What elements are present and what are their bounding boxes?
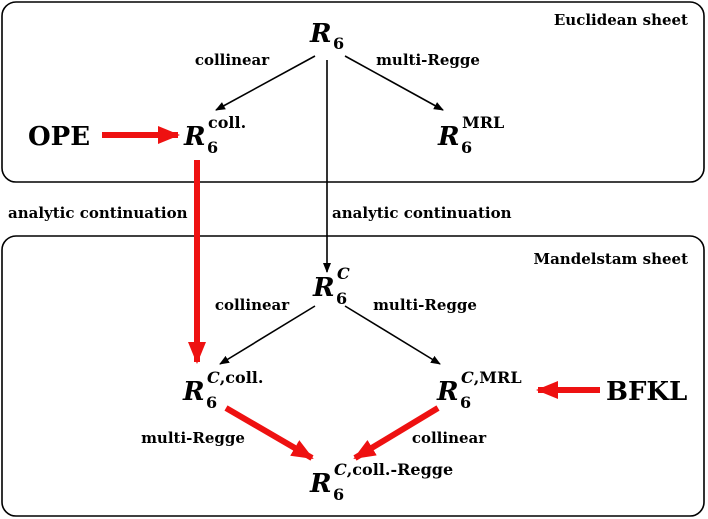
edge-label-continuation-center: analytic continuation xyxy=(332,204,512,222)
ope-label: OPE xyxy=(28,122,90,152)
arrow-r6c-to-coll xyxy=(219,305,316,365)
node-r6c-mrl-sub: 6 xyxy=(460,393,471,412)
edge-label-mid-collinear: collinear xyxy=(215,296,290,314)
euclidean-sheet-label: Euclidean sheet xyxy=(554,11,688,29)
node-r6c-coll-sub: 6 xyxy=(206,393,217,412)
mandelstam-sheet-panel xyxy=(1,235,705,517)
node-r6c-mrl-sup-c: C xyxy=(461,368,474,387)
node-r6c-mrl: R 6 C,MRL xyxy=(436,368,522,412)
arrow-r6-to-coll xyxy=(215,55,316,111)
node-r6c-coll-regge-sup-text: ,coll.-Regge xyxy=(347,460,453,479)
node-r6-sub: 6 xyxy=(333,34,344,53)
node-r6c-mrl-sup-text: ,MRL xyxy=(474,368,522,387)
node-r6c-coll-base: R xyxy=(182,377,205,407)
euclidean-sheet-panel xyxy=(1,1,705,183)
node-r6-coll-base: R xyxy=(183,122,206,152)
node-r6-base: R xyxy=(309,19,332,49)
node-r6c-coll-regge-base: R xyxy=(309,469,332,499)
node-r6c-coll-sup: C,coll. xyxy=(207,368,263,387)
node-r6c-coll-sup-c: C xyxy=(207,368,220,387)
node-r6c-sup: C xyxy=(337,264,350,283)
node-r6-mrl-base: R xyxy=(437,122,460,152)
node-r6-coll-sub: 6 xyxy=(207,138,218,157)
node-r6-mrl: R 6 MRL xyxy=(437,113,504,157)
node-r6-coll-sup: coll. xyxy=(208,113,246,132)
node-r6c-sub: 6 xyxy=(336,289,347,308)
node-r6-coll: R 6 coll. xyxy=(183,113,246,157)
edge-label-top-collinear: collinear xyxy=(195,51,270,69)
node-r6c-coll-regge-sub: 6 xyxy=(333,485,344,504)
edge-label-bottom-collinear: collinear xyxy=(412,429,487,447)
bfkl-label: BFKL xyxy=(606,377,687,407)
node-r6c: R 6 C xyxy=(312,264,350,308)
edge-label-continuation-left: analytic continuation xyxy=(8,204,188,222)
arrow-coll-to-collregge xyxy=(224,405,314,461)
node-r6c-coll-regge-sup: C,coll.-Regge xyxy=(334,460,453,479)
node-r6-mrl-sup: MRL xyxy=(462,113,504,132)
arrow-r6-to-mrl xyxy=(344,55,444,111)
arrow-r6c-to-mrl xyxy=(344,305,441,365)
edge-label-bottom-multi-regge: multi-Regge xyxy=(141,429,245,447)
node-r6c-coll-regge-sup-c: C xyxy=(334,460,347,479)
node-r6c-mrl-base: R xyxy=(436,377,459,407)
node-r6: R 6 xyxy=(309,19,344,53)
node-r6c-coll-regge: R 6 C,coll.-Regge xyxy=(309,460,453,504)
node-r6c-mrl-sup: C,MRL xyxy=(461,368,522,387)
node-r6-mrl-sub: 6 xyxy=(461,138,472,157)
node-r6c-base: R xyxy=(312,273,335,303)
edge-label-top-multi-regge: multi-Regge xyxy=(376,51,480,69)
node-r6c-coll: R 6 C,coll. xyxy=(182,368,263,412)
edge-label-mid-multi-regge: multi-Regge xyxy=(373,296,477,314)
mandelstam-sheet-label: Mandelstam sheet xyxy=(533,250,688,268)
node-r6c-coll-sup-text: ,coll. xyxy=(220,368,264,387)
arrow-mrl-to-collregge xyxy=(353,405,440,461)
